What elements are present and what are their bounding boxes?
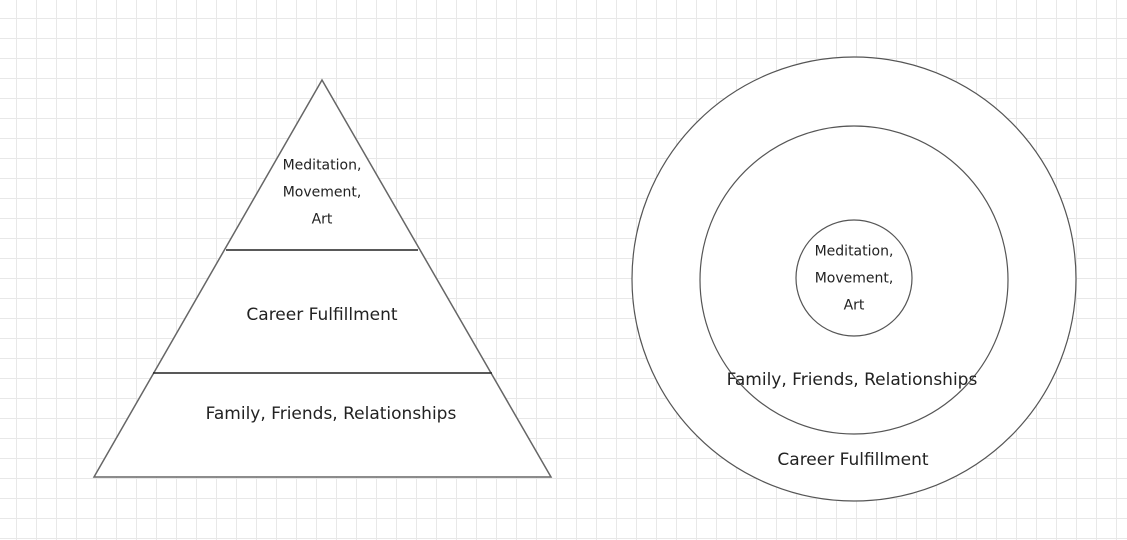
pyramid-bottom-label: Family, Friends, Relationships <box>205 404 457 424</box>
outer-circle-label: Career Fulfillment <box>777 450 929 470</box>
middle-circle-label: Family, Friends, Relationships <box>726 370 978 390</box>
inner-circle-label: Meditation, Movement, Art <box>815 239 894 320</box>
label-line: Movement, <box>282 184 362 201</box>
pyramid-middle-label: Career Fulfillment <box>246 305 398 325</box>
label-line: Art <box>843 297 865 314</box>
pyramid-top-label: Meditation, Movement, Art <box>283 153 362 234</box>
inner-circle[interactable] <box>795 219 913 337</box>
label-line: Meditation, <box>282 157 362 174</box>
label-line: Meditation, <box>814 243 894 260</box>
label-line: Art <box>311 211 333 228</box>
label-line: Movement, <box>814 270 894 287</box>
pyramid-shape[interactable] <box>92 78 553 478</box>
